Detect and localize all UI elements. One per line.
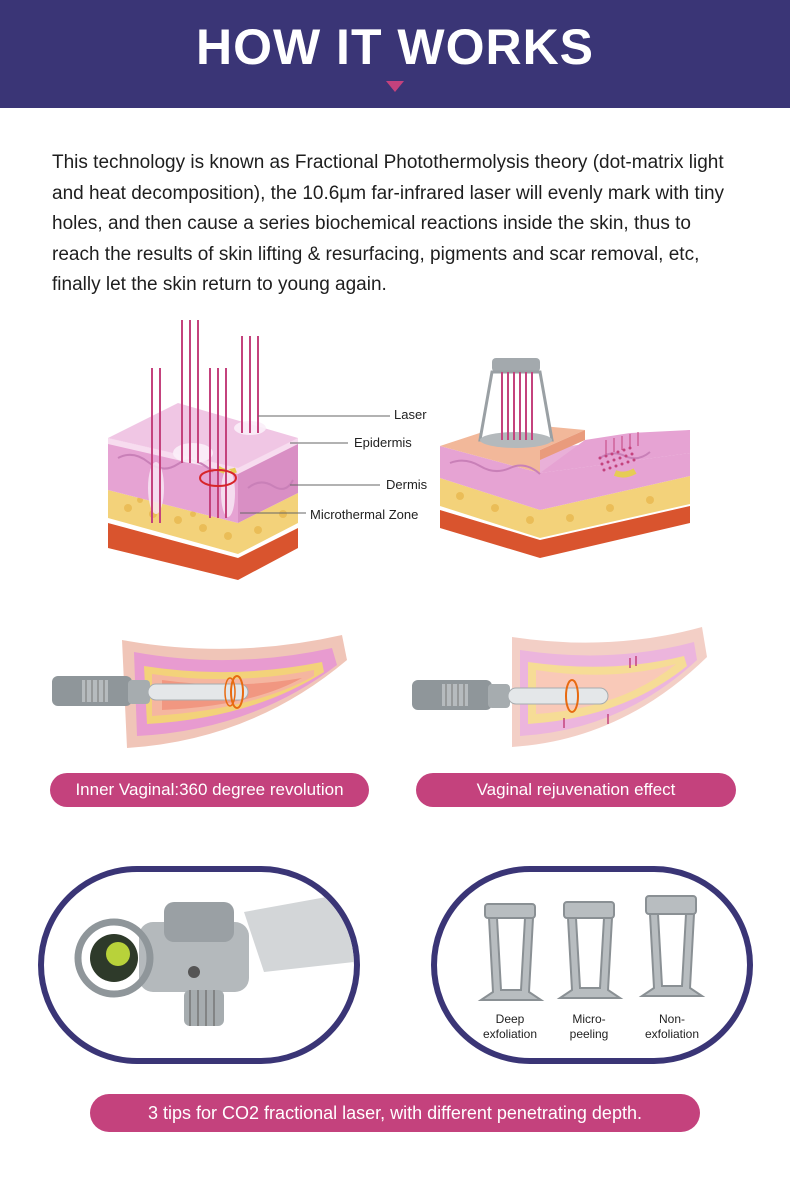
inner-vaginal-probe-illustration	[52, 630, 352, 750]
tip-micro-peeling: Micro-peeling	[569, 1012, 609, 1041]
label-laser: Laser	[394, 407, 427, 422]
intro-paragraph: This technology is known as Fractional P…	[52, 152, 725, 295]
skin-cross-section-illustration	[108, 318, 298, 588]
label-dermis: Dermis	[386, 477, 428, 492]
inner-vaginal-caption: Inner Vaginal:360 degree revolution	[50, 773, 369, 807]
laser-handpiece-illustration	[74, 892, 354, 1026]
tip-non-exfoliation: Non-exfoliation	[644, 1012, 700, 1041]
tips-caption: 3 tips for CO2 fractional laser, with di…	[90, 1094, 700, 1132]
vaginal-rejuvenation-illustration	[412, 622, 712, 752]
laser-handpiece-on-skin-illustration	[440, 358, 690, 568]
vaginal-rejuvenation-caption: Vaginal rejuvenation effect	[416, 773, 736, 807]
label-epidermis: Epidermis	[354, 435, 412, 450]
diagram-leader-lines	[240, 415, 390, 514]
down-arrow-icon	[386, 81, 404, 92]
label-microthermal-zone: Microthermal Zone	[310, 507, 419, 522]
handpiece-frame	[38, 866, 360, 1064]
page-title: HOW IT WORKS	[195, 19, 595, 75]
three-tips-illustration	[477, 895, 706, 1001]
header-banner: HOW IT WORKS	[0, 0, 790, 108]
